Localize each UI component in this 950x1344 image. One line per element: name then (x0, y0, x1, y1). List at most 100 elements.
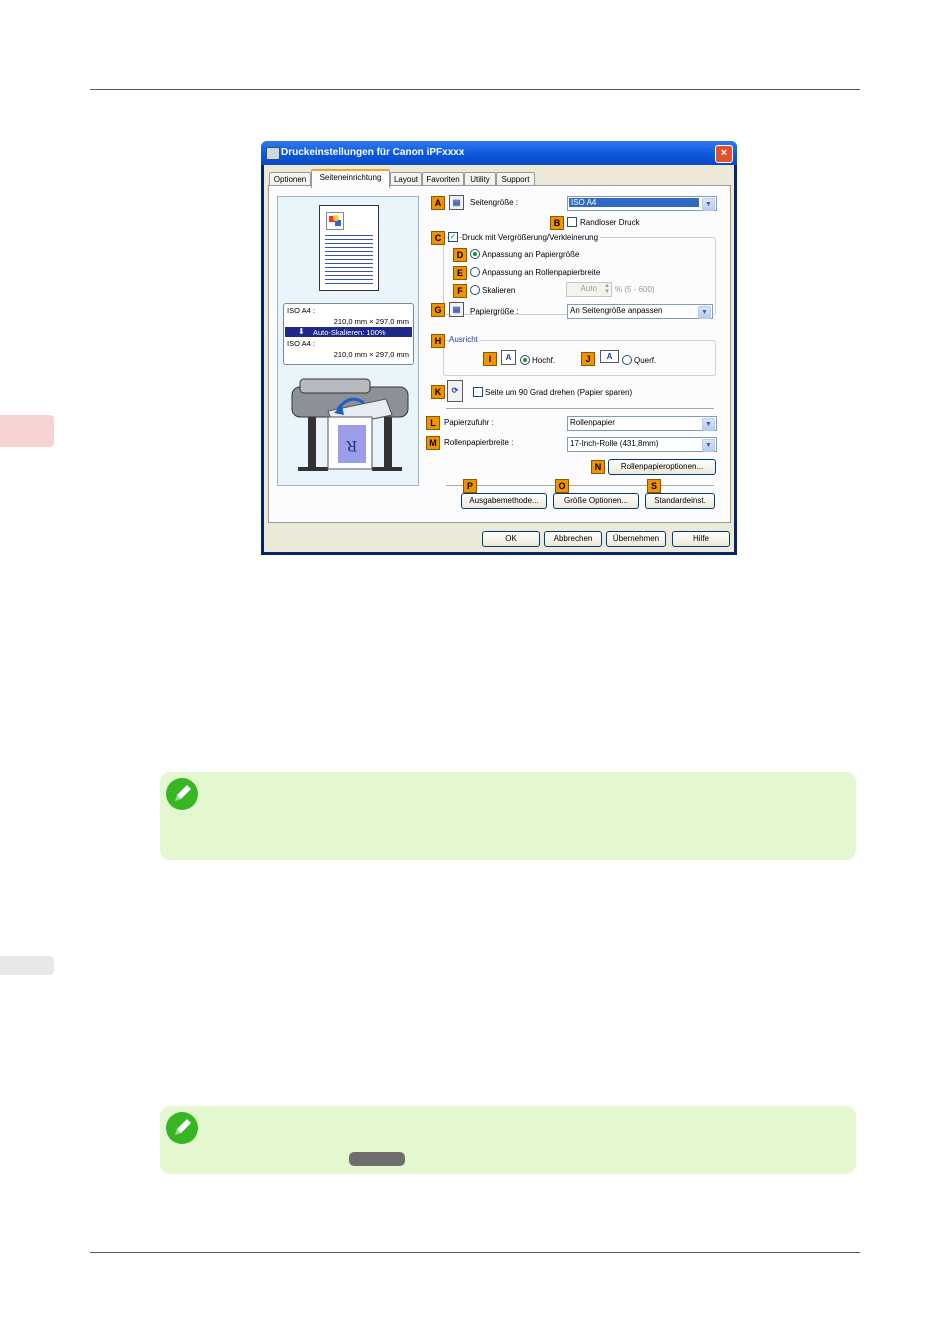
callout-s: S (647, 479, 661, 493)
orientation-group-label: Ausricht (449, 335, 480, 344)
page-preview (319, 205, 379, 291)
enlarge-reduce-checkbox[interactable]: ✓ (448, 232, 458, 242)
paper-size-icon: ▤ (449, 302, 464, 317)
text-lines (325, 232, 373, 284)
callout-k: K (431, 385, 445, 399)
chevron-down-icon: ▼ (702, 418, 715, 431)
page-size-value: ISO A4 (569, 198, 699, 207)
tab-utility[interactable]: Utility (464, 172, 496, 186)
title-bar: Druckeinstellungen für Canon iPFxxxx × (261, 141, 737, 165)
info-output-size: 210,0 mm × 297,0 mm (333, 350, 409, 359)
scaling-radio[interactable] (470, 285, 480, 295)
info-scaling-highlight: ⬇ Auto-Skalieren: 100% (285, 327, 412, 337)
tab-favoriten[interactable]: Favoriten (422, 172, 464, 186)
portrait-radio[interactable] (520, 355, 530, 365)
borderless-label: Randloser Druck (580, 218, 640, 227)
defaults-button[interactable]: Standardeinst. (645, 493, 715, 509)
info-input-size-label: ISO A4 : (287, 306, 315, 315)
dialog-title: Druckeinstellungen für Canon iPFxxxx (281, 147, 465, 158)
page-size-select[interactable]: ISO A4 ▼ (567, 196, 717, 211)
callout-c: C (431, 231, 445, 245)
portrait-label: Hochf. (532, 356, 556, 365)
paper-size-label: Papiergröße : (470, 307, 519, 316)
close-button[interactable]: × (715, 145, 733, 163)
callout-i: I (483, 352, 497, 366)
scaling-label: Skalieren (482, 286, 516, 295)
separator-1 (446, 408, 714, 409)
chapter-tab-active (0, 415, 54, 447)
key-button-graphic (349, 1152, 405, 1166)
fit-roll-radio[interactable] (470, 267, 480, 277)
callout-h: H (431, 334, 445, 348)
spinner-icon: ▲▼ (604, 283, 610, 295)
paper-letter: R (346, 437, 357, 453)
fit-roll-label: Anpassung an Rollenpapierbreite (482, 268, 601, 277)
separator-2 (446, 485, 714, 486)
pencil-note-icon (166, 1112, 198, 1144)
callout-n: N (591, 460, 605, 474)
scaling-range: % (5 - 600) (615, 285, 655, 294)
note-box-1 (160, 772, 856, 860)
printer-illustration: R (291, 378, 409, 471)
paper-source-select[interactable]: Rollenpapier ▼ (567, 416, 717, 431)
help-button[interactable]: Hilfe (672, 531, 730, 547)
portrait-icon: A (501, 350, 516, 365)
page-setup-panel: ISO A4 : 210,0 mm × 297,0 mm ⬇ Auto-Skal… (268, 185, 731, 523)
info-scaling: Auto-Skalieren: 100% (313, 328, 386, 337)
landscape-icon: A (600, 350, 619, 363)
paper-source-value: Rollenpapier (570, 418, 615, 427)
callout-a: A (431, 196, 445, 210)
callout-m: M (426, 436, 440, 450)
callout-d: D (453, 248, 467, 262)
dialog-client: Optionen Seiteneinrichtung Layout Favori… (264, 165, 734, 552)
tab-layout[interactable]: Layout (390, 172, 422, 186)
image-thumbnail (326, 212, 344, 230)
tab-seiteneinrichtung[interactable]: Seiteneinrichtung (311, 169, 390, 188)
tab-support[interactable]: Support (496, 172, 535, 186)
preview-area: ISO A4 : 210,0 mm × 297,0 mm ⬇ Auto-Skal… (277, 196, 419, 486)
chevron-down-icon: ▼ (702, 198, 715, 211)
enlarge-reduce-label: Druck mit Vergrößerung/Verkleinerung (462, 233, 601, 242)
roll-width-label: Rollenpapierbreite : (444, 438, 514, 447)
callout-b: B (550, 216, 564, 230)
tab-optionen[interactable]: Optionen (269, 172, 311, 186)
callout-f: F (453, 284, 467, 298)
fit-paper-label: Anpassung an Papiergröße (482, 250, 580, 259)
ok-button[interactable]: OK (482, 531, 540, 547)
paper-source-label: Papierzufuhr : (444, 418, 494, 427)
chapter-tab (0, 956, 54, 975)
roll-options-button[interactable]: Rollenpapieroptionen... (608, 459, 716, 475)
landscape-label: Querf. (634, 356, 657, 365)
callout-l: L (426, 416, 440, 430)
printer-icon (266, 147, 280, 160)
rotate-label: Seite um 90 Grad drehen (Papier sparen) (485, 388, 633, 397)
pencil-note-icon (166, 778, 198, 810)
footer-rule (90, 1252, 860, 1253)
callout-p: P (463, 479, 477, 493)
header-rule (90, 89, 860, 90)
landscape-radio[interactable] (622, 355, 632, 365)
callout-j: J (581, 352, 595, 366)
output-method-button[interactable]: Ausgabemethode... (461, 493, 547, 509)
rotate-checkbox[interactable] (473, 387, 483, 397)
fit-paper-radio[interactable] (470, 249, 480, 259)
paper-size-select[interactable]: An Seitengröße anpassen ▼ (567, 304, 713, 319)
scaling-input[interactable]: Auto ▲▼ (566, 282, 612, 297)
rotate-page-icon: ⟳ (447, 380, 463, 402)
orientation-group (443, 340, 716, 376)
scaling-value: Auto (580, 284, 597, 293)
paper-size-value: An Seitengröße anpassen (570, 306, 663, 315)
arrow-down-icon: ⬇ (298, 327, 305, 336)
cancel-button[interactable]: Abbrechen (544, 531, 602, 547)
page-size-label: Seitengröße : (470, 198, 519, 207)
chevron-down-icon: ▼ (698, 306, 711, 319)
page-size-icon: ▤ (449, 195, 464, 210)
callout-e: E (453, 266, 467, 280)
note-box-2 (160, 1106, 856, 1174)
size-options-button[interactable]: Größe Optionen... (553, 493, 639, 509)
print-settings-dialog: Druckeinstellungen für Canon iPFxxxx × O… (261, 141, 737, 555)
info-input-size: 210,0 mm × 297,0 mm (333, 317, 409, 326)
borderless-checkbox[interactable] (567, 217, 577, 227)
roll-width-select[interactable]: 17-Inch-Rolle (431,8mm) ▼ (567, 437, 717, 452)
apply-button[interactable]: Übernehmen (606, 531, 666, 547)
